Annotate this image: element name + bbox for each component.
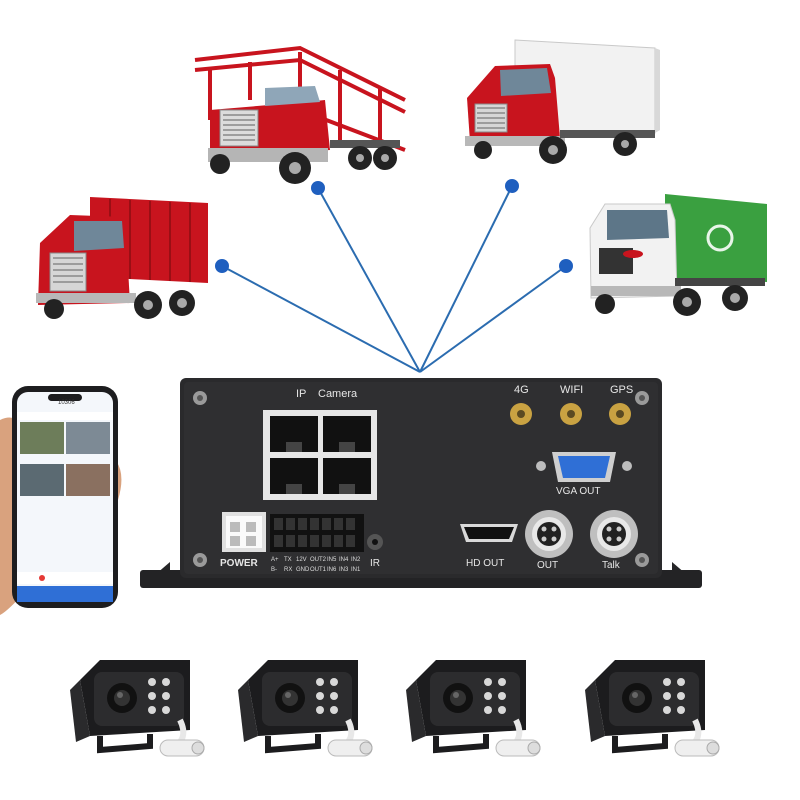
- connector-dot: [505, 179, 519, 193]
- line-garbage-truck: [419, 265, 567, 373]
- label-gps: GPS: [610, 384, 634, 396]
- phone-status-title: 10306: [58, 400, 75, 406]
- label-wifi: WIFI: [560, 384, 584, 396]
- aviation-connectors: [525, 510, 638, 558]
- dvr-body: [140, 378, 702, 588]
- camera-row: [70, 650, 790, 770]
- car-carrier-truck-image: [194, 45, 406, 184]
- label-camera: Camera: [318, 388, 358, 400]
- terminal-label: IN4: [339, 557, 349, 563]
- label-4g: 4G: [514, 384, 529, 396]
- line-dump-truck: [221, 265, 421, 373]
- terminal-label: B-: [271, 567, 277, 573]
- rear-view-camera: [70, 660, 204, 756]
- antenna-connectors: [510, 403, 631, 425]
- label-vga-out: VGA OUT: [556, 486, 601, 497]
- power-connector: [222, 512, 266, 552]
- terminal-label: IN3: [339, 567, 349, 573]
- label-ip: IP: [296, 388, 307, 400]
- dump-truck-image: [36, 197, 208, 319]
- label-hd-out: HD OUT: [466, 558, 505, 569]
- box-truck-image: [465, 39, 660, 164]
- terminal-label: TX: [284, 557, 292, 563]
- terminal-label: A+: [271, 557, 279, 563]
- terminal-block: [270, 514, 364, 552]
- rear-view-camera: [238, 660, 372, 756]
- smartphone-app-image: [0, 386, 122, 615]
- label-ir: IR: [370, 558, 380, 569]
- terminal-label: IN2: [351, 557, 361, 563]
- vga-port: [536, 452, 632, 482]
- label-out: OUT: [537, 560, 559, 571]
- terminal-label: GND: [296, 567, 310, 573]
- terminal-label: RX: [284, 567, 293, 573]
- terminal-label: IN5: [327, 557, 337, 563]
- ip-camera-ports: [263, 410, 377, 500]
- terminal-label: OUT1: [310, 567, 327, 573]
- connector-dot: [215, 259, 229, 273]
- line-box-truck: [419, 185, 513, 373]
- mobile-dvr-unit: IP Camera 4G WIFI GPS VGA OUT POWER IR H…: [140, 372, 702, 590]
- label-power: POWER: [220, 558, 258, 569]
- label-talk: Talk: [602, 560, 620, 571]
- connector-dot: [559, 259, 573, 273]
- garbage-truck-image: [589, 194, 767, 316]
- line-car-carrier: [317, 187, 421, 373]
- recycle-icon: [706, 224, 734, 252]
- terminal-label: 12V: [296, 557, 307, 563]
- terminal-label: IN1: [351, 567, 361, 573]
- terminal-label: OUT2: [310, 557, 327, 563]
- terminal-label: IN6: [327, 567, 337, 573]
- hdmi-port: [460, 524, 518, 542]
- rear-view-camera: [585, 660, 719, 756]
- rear-view-camera: [406, 660, 540, 756]
- connector-dot: [311, 181, 325, 195]
